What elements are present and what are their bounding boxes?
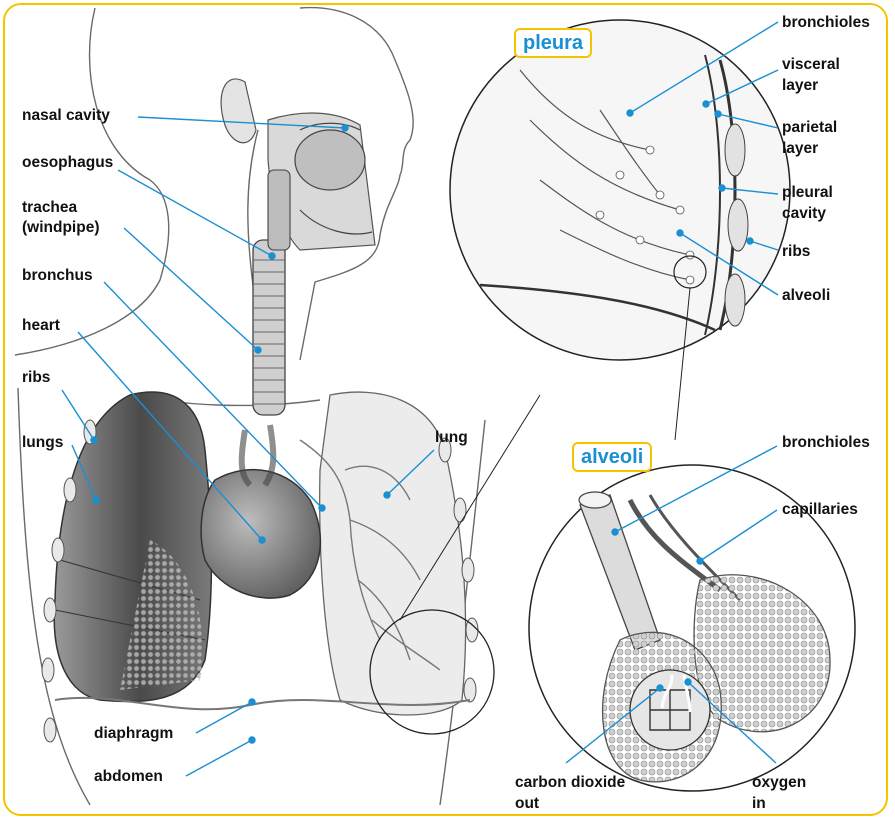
pleura-zoom [450,20,790,440]
label-lungs: lungs [22,433,63,453]
label-windpipe: (windpipe) [22,218,100,238]
label-bronchioles-top: bronchioles [782,13,870,33]
label-capillaries: capillaries [782,500,858,520]
label-oxygen: oxygen [752,773,806,793]
label-ribs-right: ribs [782,242,810,262]
label-lung: lung [435,428,468,448]
label-oesophagus: oesophagus [22,153,113,173]
label-nasal-cavity: nasal cavity [22,106,110,126]
label-ribs-left: ribs [22,368,50,388]
label-parietal-layer: layer [782,139,818,159]
label-trachea: trachea [22,198,77,218]
label-heart: heart [22,316,60,336]
label-abdomen: abdomen [94,767,163,787]
heart-shape [201,470,320,598]
label-oxygen-in: in [752,794,766,814]
label-bronchus: bronchus [22,266,93,286]
pleura-badge-text: pleura [523,32,583,54]
alveoli-badge: alveoli [572,442,652,472]
trachea-tube [253,170,290,415]
label-diaphragm: diaphragm [94,724,173,744]
label-visceral-layer: layer [782,76,818,96]
label-visceral: visceral [782,55,840,75]
label-carbon-dioxide-out: out [515,794,539,814]
label-bronchioles-bottom: bronchioles [782,433,870,453]
label-alveoli-top: alveoli [782,286,830,306]
label-pleural: pleural [782,183,833,203]
pleura-badge: pleura [514,28,592,58]
alveoli-badge-text: alveoli [581,446,643,468]
label-pleural-cavity: cavity [782,204,826,224]
label-carbon-dioxide: carbon dioxide [515,773,625,793]
ear [221,79,256,143]
label-parietal: parietal [782,118,837,138]
